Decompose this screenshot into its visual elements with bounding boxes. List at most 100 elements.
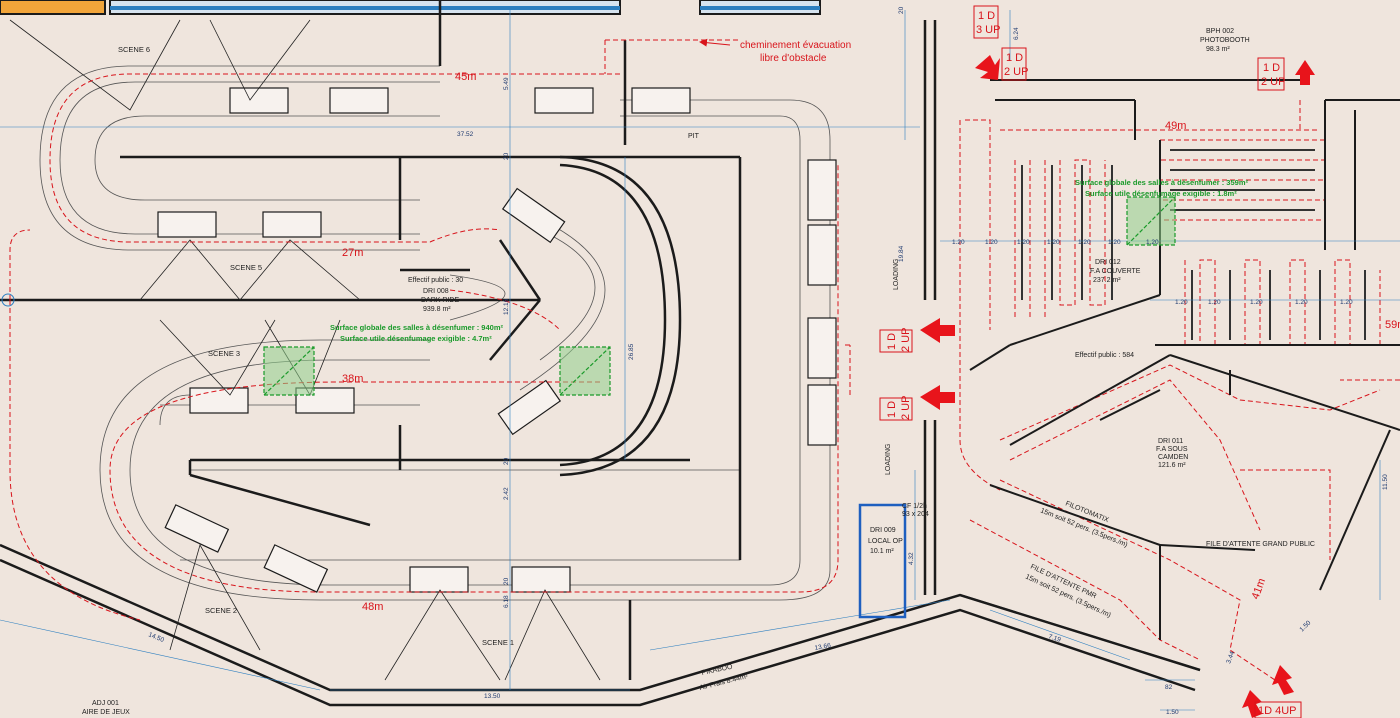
photobooth-area: 98.3 m² — [1206, 46, 1230, 53]
dim-3-44: 3.44 — [1225, 650, 1236, 665]
distance-45m: 45m — [455, 71, 476, 83]
exit-arrow-5 — [1242, 690, 1262, 718]
dim-37-52: 37.52 — [457, 131, 474, 138]
exit-2-line1: 1 D — [1006, 52, 1023, 64]
dim-6-18: 6.18 — [503, 595, 510, 608]
dim-20-c: 20 — [503, 577, 510, 585]
walls — [0, 0, 1201, 707]
queue-barriers — [1021, 149, 1366, 340]
exit-2-line2: 2 UP — [1004, 66, 1028, 78]
loading-bottom: LOADING — [885, 443, 892, 475]
dark-ride-name: DARK RIDE — [421, 297, 459, 304]
dim-1-20: 1.20 — [985, 239, 998, 246]
dim-1-20: 1.20 — [1295, 299, 1308, 306]
fa-sous-camden-code: DRI 011 — [1158, 438, 1183, 445]
effectif-public-30: Effectif public : 30 — [408, 277, 463, 284]
dim-1-20: 1.20 — [1208, 299, 1221, 306]
smoke-vents — [263, 196, 1176, 396]
dim-1-20: 1.20 — [1017, 239, 1030, 246]
exit-arrows — [920, 55, 1315, 718]
dim-12-16: 12.16 — [503, 298, 510, 315]
scene-5-label: SCENE 5 — [230, 263, 262, 272]
dim-13-66: 13.66 — [814, 642, 832, 652]
distance-38m: 38m — [342, 373, 363, 385]
scene-1-label: SCENE 1 — [482, 638, 514, 647]
exit-arrow-2 — [920, 385, 955, 410]
surface-right-line2: Surface utile désenfumage exigible : 1.8… — [1085, 189, 1237, 198]
evacuation-note-line2: libre d'obstacle — [760, 53, 827, 64]
dim-5-49: 5.49 — [503, 77, 510, 90]
scene-2-label: SCENE 2 — [205, 606, 237, 615]
fa-couverte-area: 237.2 m² — [1093, 277, 1121, 284]
aire-de-jeux-name: AIRE DE JEUX — [82, 709, 130, 716]
evacuation-note-line1: cheminement évacuation — [740, 40, 851, 51]
loading-top: LOADING — [893, 258, 900, 290]
local-op-room — [858, 503, 907, 619]
dims-1-20: 1.20 1.20 1.20 1.20 1.20 1.20 1.20 1.20 … — [952, 239, 1353, 306]
dim-20-d: 20 — [898, 6, 905, 14]
dim-1-20: 1.20 — [1108, 239, 1121, 246]
exit-4-line2: 2 UP — [900, 328, 912, 352]
local-op-code: DRI 009 — [870, 527, 896, 534]
surface-left-line2: Surface utile désenfumage exigible : 4.7… — [340, 334, 492, 343]
exit-1-line2: 3 UP — [976, 24, 1000, 36]
dim-13-50: 13.50 — [484, 693, 501, 700]
scene-3-label: SCENE 3 — [208, 349, 240, 358]
exit-arrow-1 — [920, 318, 955, 343]
top-facade — [0, 0, 821, 15]
aire-de-jeux-code: ADJ 001 — [92, 700, 119, 707]
surface-left-line1: Surface globale des salles à désenfumer … — [330, 323, 503, 332]
dim-20-a: 20 — [503, 152, 510, 160]
exit-arrow-3 — [1295, 60, 1315, 85]
exit-4-line1: 1 D — [886, 333, 898, 350]
photobooth-code: BPH 002 — [1206, 28, 1234, 35]
distance-27m: 27m — [342, 247, 363, 259]
exit-arrow-6 — [1272, 665, 1294, 695]
evacuation-routes-left — [9, 39, 851, 621]
dim-1-20: 1.20 — [1146, 239, 1159, 246]
dim-1-20: 1.20 — [952, 239, 965, 246]
distance-49m: 49m — [1165, 120, 1186, 132]
file-attente-grand-public: FILE D'ATTENTE GRAND PUBLIC — [1206, 541, 1315, 548]
exit-6-label: 1D 4UP — [1258, 705, 1297, 717]
fa-couverte-name: F.A COUVERTE — [1090, 268, 1141, 275]
exit-3-line1: 1 D — [1263, 62, 1280, 74]
exit-arrow-4 — [975, 55, 1000, 80]
exit-5-line2: 2 UP — [900, 396, 912, 420]
cf-dim: 93 x 204 — [902, 511, 929, 518]
dim-6-24: 6.24 — [1013, 27, 1020, 40]
local-op-name: LOCAL OP — [868, 538, 903, 545]
dim-26-85: 26.85 — [628, 343, 635, 360]
dim-11-50: 11.50 — [1382, 474, 1389, 490]
local-op-area: 10.1 m² — [870, 548, 894, 555]
dim-2-42: 2.42 — [503, 487, 510, 500]
dim-82: 82 — [1165, 684, 1173, 691]
dim-1-20: 1.20 — [1250, 299, 1263, 306]
fa-sous-camden-name2: CAMDEN — [1158, 454, 1188, 461]
dim-19-84: 19.84 — [898, 245, 905, 262]
dim-4-32: 4.32 — [908, 552, 915, 565]
distance-48m: 48m — [362, 601, 383, 613]
dim-1-20: 1.20 — [1047, 239, 1060, 246]
dimension-lines — [0, 10, 1400, 711]
fa-sous-camden-area: 121.6 m² — [1158, 462, 1186, 469]
exit-boxes — [879, 5, 1302, 718]
dark-ride-area: 939.8 m² — [423, 306, 451, 313]
surface-right-line1: Surface globale des salles à désenfumer … — [1075, 178, 1248, 187]
grid-marker-circle — [1, 293, 15, 307]
distance-59m: 59m — [1385, 319, 1400, 331]
fa-couverte-code: DRI 012 — [1095, 259, 1121, 266]
dim-1-20: 1.20 — [1078, 239, 1091, 246]
dim-1-20: 1.20 — [1340, 299, 1353, 306]
ride-vehicles — [157, 87, 837, 593]
dim-1-50-a: 1.50 — [1166, 709, 1179, 716]
dim-20-b: 20 — [503, 457, 510, 465]
photobooth-name: PHOTOBOOTH — [1200, 37, 1250, 44]
exit-3-line2: 2 UP — [1261, 76, 1285, 88]
fa-sous-camden-name1: F.A SOUS — [1156, 446, 1188, 453]
cf-label: CF 1/2h — [902, 503, 927, 510]
pit-label: PIT — [688, 133, 700, 140]
exit-1-line1: 1 D — [978, 10, 995, 22]
dim-1-20: 1.20 — [1175, 299, 1188, 306]
